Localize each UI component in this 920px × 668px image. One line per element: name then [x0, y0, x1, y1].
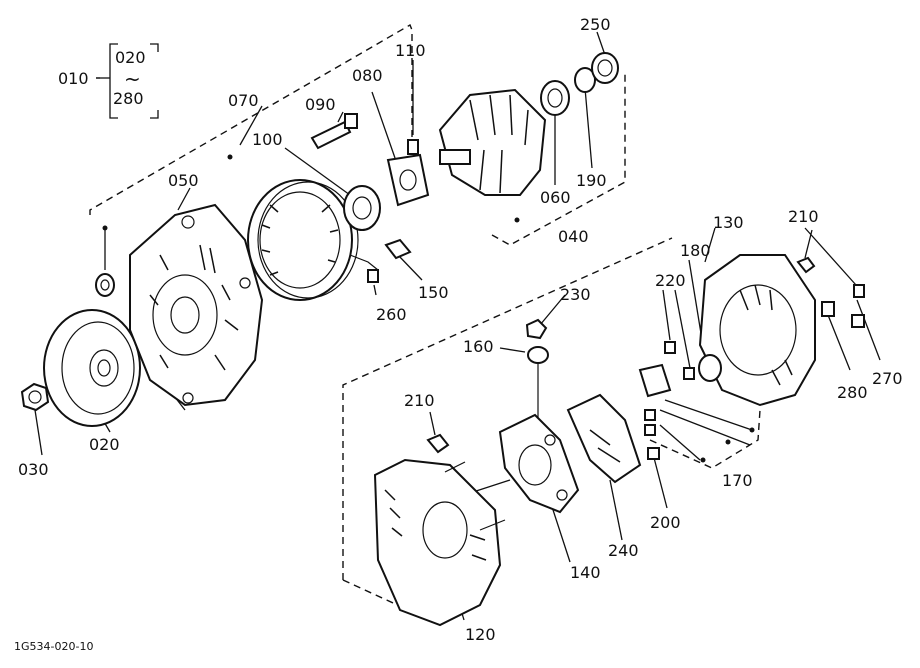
- drawing-code: 1G534-020-10: [14, 640, 93, 653]
- part-050-front-housing: [129, 203, 264, 407]
- label-100: 100: [252, 130, 283, 149]
- part-160-terminal-bolt: [527, 346, 549, 420]
- part-080-retainer-plate: [386, 153, 430, 207]
- part-210-nut-lower: [426, 433, 450, 454]
- label-group-bottom: 280: [113, 89, 144, 108]
- label-250: 250: [580, 15, 611, 34]
- label-040: 040: [558, 227, 589, 246]
- part-020-pulley: [43, 309, 141, 427]
- label-280: 280: [837, 383, 868, 402]
- label-120: 120: [465, 625, 496, 644]
- label-020: 020: [89, 435, 120, 454]
- label-160: 160: [463, 337, 494, 356]
- label-230: 230: [560, 285, 591, 304]
- label-240: 240: [608, 541, 639, 560]
- label-210-lower: 210: [404, 391, 435, 410]
- label-150: 150: [418, 283, 449, 302]
- label-190: 190: [576, 171, 607, 190]
- part-180-seal: [698, 354, 722, 382]
- label-170: 170: [722, 471, 753, 490]
- part-170-connector: [638, 363, 672, 436]
- label-090: 090: [305, 95, 336, 114]
- part-090-stud-bolt: [310, 113, 358, 150]
- label-220: 220: [655, 271, 686, 290]
- part-labels: 010 020 ~ 280 070 090 080 110 100 050 25…: [14, 15, 903, 653]
- part-150-connector: [384, 238, 412, 260]
- label-210-upper: 210: [788, 207, 819, 226]
- label-110: 110: [395, 41, 426, 60]
- label-050: 050: [168, 171, 199, 190]
- label-200: 200: [650, 513, 681, 532]
- part-280-bolt: [821, 301, 835, 317]
- part-260-screw: [367, 269, 379, 283]
- part-100-bearing: [343, 185, 381, 231]
- part-220-screws: [664, 341, 695, 380]
- part-washer: [95, 273, 115, 297]
- part-250-cover-ring: [591, 52, 619, 84]
- label-030: 030: [18, 460, 49, 479]
- part-230-nut: [525, 318, 548, 340]
- part-190-seal: [574, 67, 596, 93]
- part-210-nut-upper: [796, 256, 816, 274]
- label-130: 130: [713, 213, 744, 232]
- label-group-top: 020: [115, 48, 146, 67]
- part-030-nut: [20, 382, 50, 412]
- dashed-leaders: [89, 23, 761, 609]
- label-080: 080: [352, 66, 383, 85]
- part-060-bearing: [540, 80, 570, 116]
- label-270: 270: [872, 369, 903, 388]
- part-040-rotor: [438, 88, 547, 196]
- part-240-regulator: [566, 393, 642, 484]
- part-200-screw: [647, 447, 660, 460]
- reference-dots: [102, 154, 755, 463]
- part-140-rectifier: [498, 413, 580, 514]
- part-070-stator: [247, 179, 379, 301]
- label-group-tilde: ~: [124, 67, 141, 91]
- label-070: 070: [228, 91, 259, 110]
- label-260: 260: [376, 305, 407, 324]
- label-010: 010: [58, 69, 89, 88]
- label-140: 140: [570, 563, 601, 582]
- label-060: 060: [540, 188, 571, 207]
- part-270-bolt: [851, 284, 865, 328]
- label-180: 180: [680, 241, 711, 260]
- part-130-rear-cover: [698, 254, 816, 407]
- part-120-rear-housing: [373, 458, 506, 627]
- part-110-screw: [407, 139, 419, 155]
